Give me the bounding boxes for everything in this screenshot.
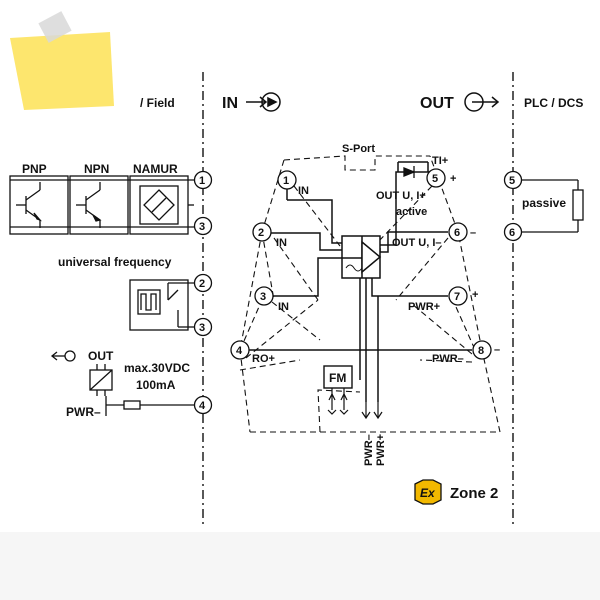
ex-zone-icon: Ex (414, 479, 442, 505)
sport-label: S-Port (342, 143, 375, 155)
fm-label: FM (329, 371, 346, 385)
zone-separators (202, 72, 514, 528)
in3-label: IN (278, 301, 289, 313)
npn-label: NPN (84, 162, 109, 176)
module-wiring (248, 161, 472, 402)
module-terminal-6: 6 (454, 227, 460, 239)
terminal-3b: 3 (199, 322, 205, 334)
sensor-wiring (10, 179, 194, 228)
terminal-1: 1 (199, 175, 205, 187)
out-arrow-icon (50, 350, 76, 362)
pnp-label: PNP (22, 162, 47, 176)
fm-connectors (327, 388, 383, 420)
module-terminals (230, 168, 492, 360)
left-terminals (193, 170, 213, 415)
module-terminal-4: 4 (236, 345, 243, 357)
bus-pwr-minus: PWR– (363, 434, 375, 466)
universal-frequency-label: universal frequency (58, 255, 172, 269)
plc-wiring (522, 179, 584, 233)
zone-label: Zone 2 (450, 485, 498, 502)
plc-terminal-5: 5 (509, 175, 515, 187)
module-terminal-1: 1 (283, 175, 289, 187)
out-active-label-2: active (396, 206, 427, 218)
field-header: / Field (140, 96, 175, 110)
module-terminal-8: 8 (478, 345, 484, 357)
relay-current: 100mA (136, 378, 176, 392)
arrow-out-icon (464, 92, 500, 112)
transmitter-block (341, 235, 382, 279)
in1-label: IN (298, 185, 309, 197)
minus-sign-8: – (494, 344, 500, 356)
relay-pwr-minus: PWR– (66, 405, 101, 419)
terminal-2: 2 (199, 278, 205, 290)
module-terminal-5: 5 (432, 173, 438, 185)
diode-icon (403, 166, 416, 178)
module-terminal-2: 2 (258, 227, 264, 239)
ti-plus-label: TI+ (432, 155, 448, 167)
bus-pwr-plus: PWR+ (375, 434, 387, 466)
pwr-minus-label: PWR– (432, 353, 464, 365)
frequency-sensor (129, 279, 194, 331)
bottom-band (0, 532, 600, 600)
relay-symbol (89, 364, 194, 416)
out-minus-label: OUT U, I– (392, 237, 442, 249)
terminal-4: 4 (199, 400, 206, 412)
module-dashed (239, 155, 501, 433)
plc-terminal-6: 6 (509, 227, 515, 239)
relay-out-label: OUT (88, 349, 114, 363)
namur-label: NAMUR (133, 162, 178, 176)
fm-box (323, 365, 353, 389)
module-terminal-7: 7 (454, 291, 460, 303)
sticky-note (10, 11, 114, 110)
module-terminal-3: 3 (260, 291, 266, 303)
passive-label: passive (522, 196, 566, 210)
arrow-in-icon (246, 92, 281, 112)
ro-plus-label: RO+ (252, 353, 275, 365)
in2-label: IN (276, 237, 287, 249)
in-header: IN (222, 95, 238, 112)
terminal-3: 3 (199, 221, 205, 233)
pwr-plus-label: PWR+ (408, 301, 440, 313)
plus-sign-7: + (472, 289, 478, 301)
plc-terminals (503, 170, 523, 242)
out-header: OUT (420, 95, 454, 112)
plc-header: PLC / DCS (524, 96, 583, 110)
minus-sign-6: – (470, 227, 476, 239)
relay-voltage: max.30VDC (124, 361, 190, 375)
out-active-label-1: OUT U, I+ (376, 190, 426, 202)
plus-sign-5: + (450, 173, 456, 185)
sensor-boxes (9, 175, 189, 235)
ex-symbol: Ex (420, 486, 436, 500)
